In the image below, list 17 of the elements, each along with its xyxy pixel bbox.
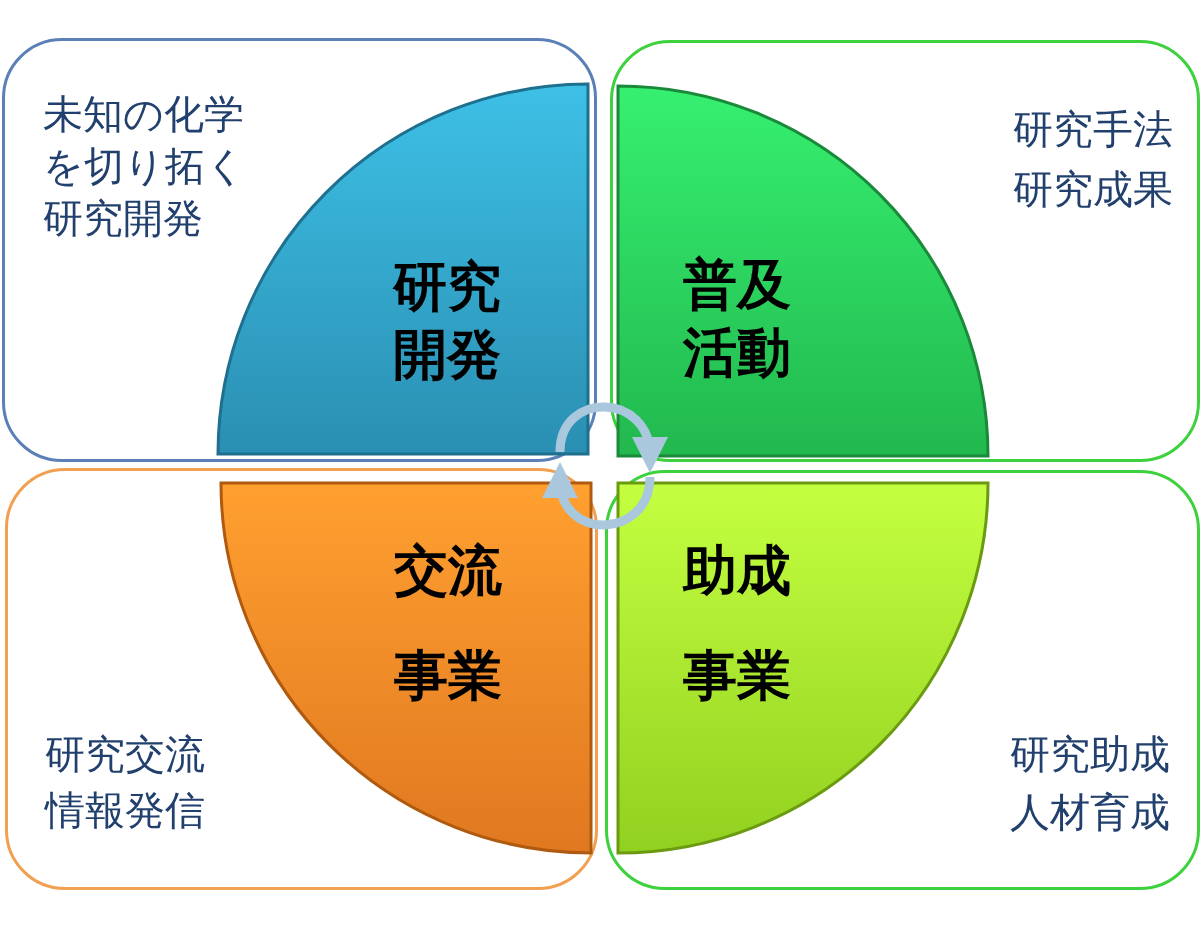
rounded-panel <box>5 468 598 890</box>
note-text: 研究助成 <box>1009 730 1170 779</box>
cycle-arrow <box>544 462 655 530</box>
note-text: 研究成果 <box>1012 165 1173 214</box>
cycle-arrow <box>555 402 666 473</box>
rounded-panel <box>2 38 597 462</box>
note-text: 人材育成 <box>1009 788 1170 837</box>
segment-label: 助成事業 <box>683 538 792 710</box>
note-text: 未知の化学を切り拓く研究開発 <box>43 90 247 243</box>
segment-label: 交流事業 <box>394 538 503 710</box>
note-text: 研究交流 <box>45 730 206 779</box>
segment-label: 普及活動 <box>683 252 792 386</box>
note-text: 情報発信 <box>45 786 206 835</box>
segment-label: 研究開発 <box>393 254 502 388</box>
note-text: 研究手法 <box>1012 105 1173 154</box>
rounded-panel <box>610 40 1200 462</box>
rounded-panel <box>605 470 1200 890</box>
